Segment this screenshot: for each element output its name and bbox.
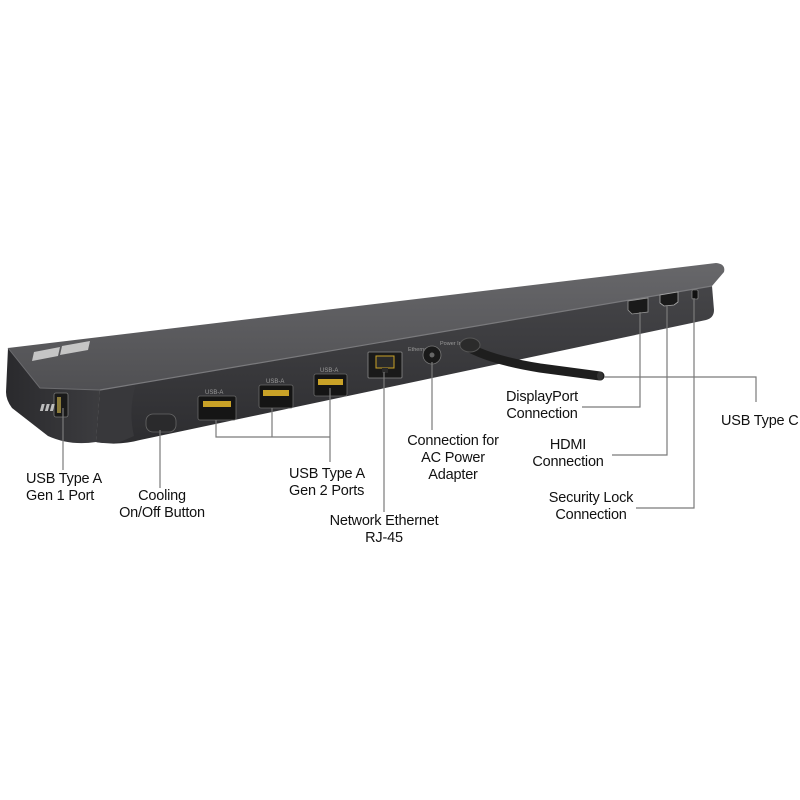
usb-a-gen2-port-1 (197, 395, 237, 421)
dock-top-surface (8, 263, 725, 390)
label-ac-power: Connection for AC Power Adapter (407, 433, 499, 483)
dock-left-side (6, 348, 100, 444)
leader-usb-gen2 (215, 388, 331, 462)
docking-station: USB-A USB-A USB-A Ethernet Power In (6, 263, 725, 444)
usb-a-gen1-port-accent (57, 397, 61, 413)
dock-front-end-panel (96, 384, 136, 443)
usb-a-tag-1: USB-A (205, 390, 223, 396)
cooling-button-icon (39, 404, 55, 411)
label-cooling-button: Cooling On/Off Button (119, 488, 205, 521)
ethernet-tag: Ethernet (408, 347, 429, 353)
label-displayport: DisplayPort Connection (506, 389, 578, 422)
label-security-lock: Security Lock Connection (548, 490, 634, 523)
dock-edge-highlight (99, 285, 713, 391)
label-hdmi: HDMI Connection (532, 437, 604, 470)
label-usb-type-a-gen2: USB Type A Gen 2 Ports (289, 466, 365, 499)
usb-a-gen2-port-2 (258, 384, 294, 409)
security-lock-slot (691, 289, 699, 300)
power-cable (459, 337, 605, 381)
leader-usbc (604, 376, 757, 402)
brand-logo (32, 341, 90, 361)
leader-hdmi (612, 305, 668, 456)
leader-lines (62, 298, 757, 512)
leader-displayport (582, 312, 641, 408)
label-network-ethernet: Network Ethernet RJ-45 (329, 513, 439, 546)
cooling-button (145, 413, 177, 433)
dock-front-face (96, 286, 714, 444)
label-usb-type-a-gen1: USB Type A Gen 1 Port (26, 471, 102, 504)
hdmi-port (659, 291, 679, 307)
ethernet-port (367, 351, 403, 379)
dock-left-edge-highlight (7, 347, 101, 391)
usb-a-tag-3: USB-A (320, 368, 338, 374)
displayport-port (627, 297, 649, 315)
power-port-pin (429, 352, 435, 358)
leader-security (636, 298, 695, 509)
label-usb-type-c: USB Type C (721, 413, 799, 429)
power-tag: Power In (440, 341, 462, 347)
usb-a-tag-2: USB-A (266, 379, 284, 385)
